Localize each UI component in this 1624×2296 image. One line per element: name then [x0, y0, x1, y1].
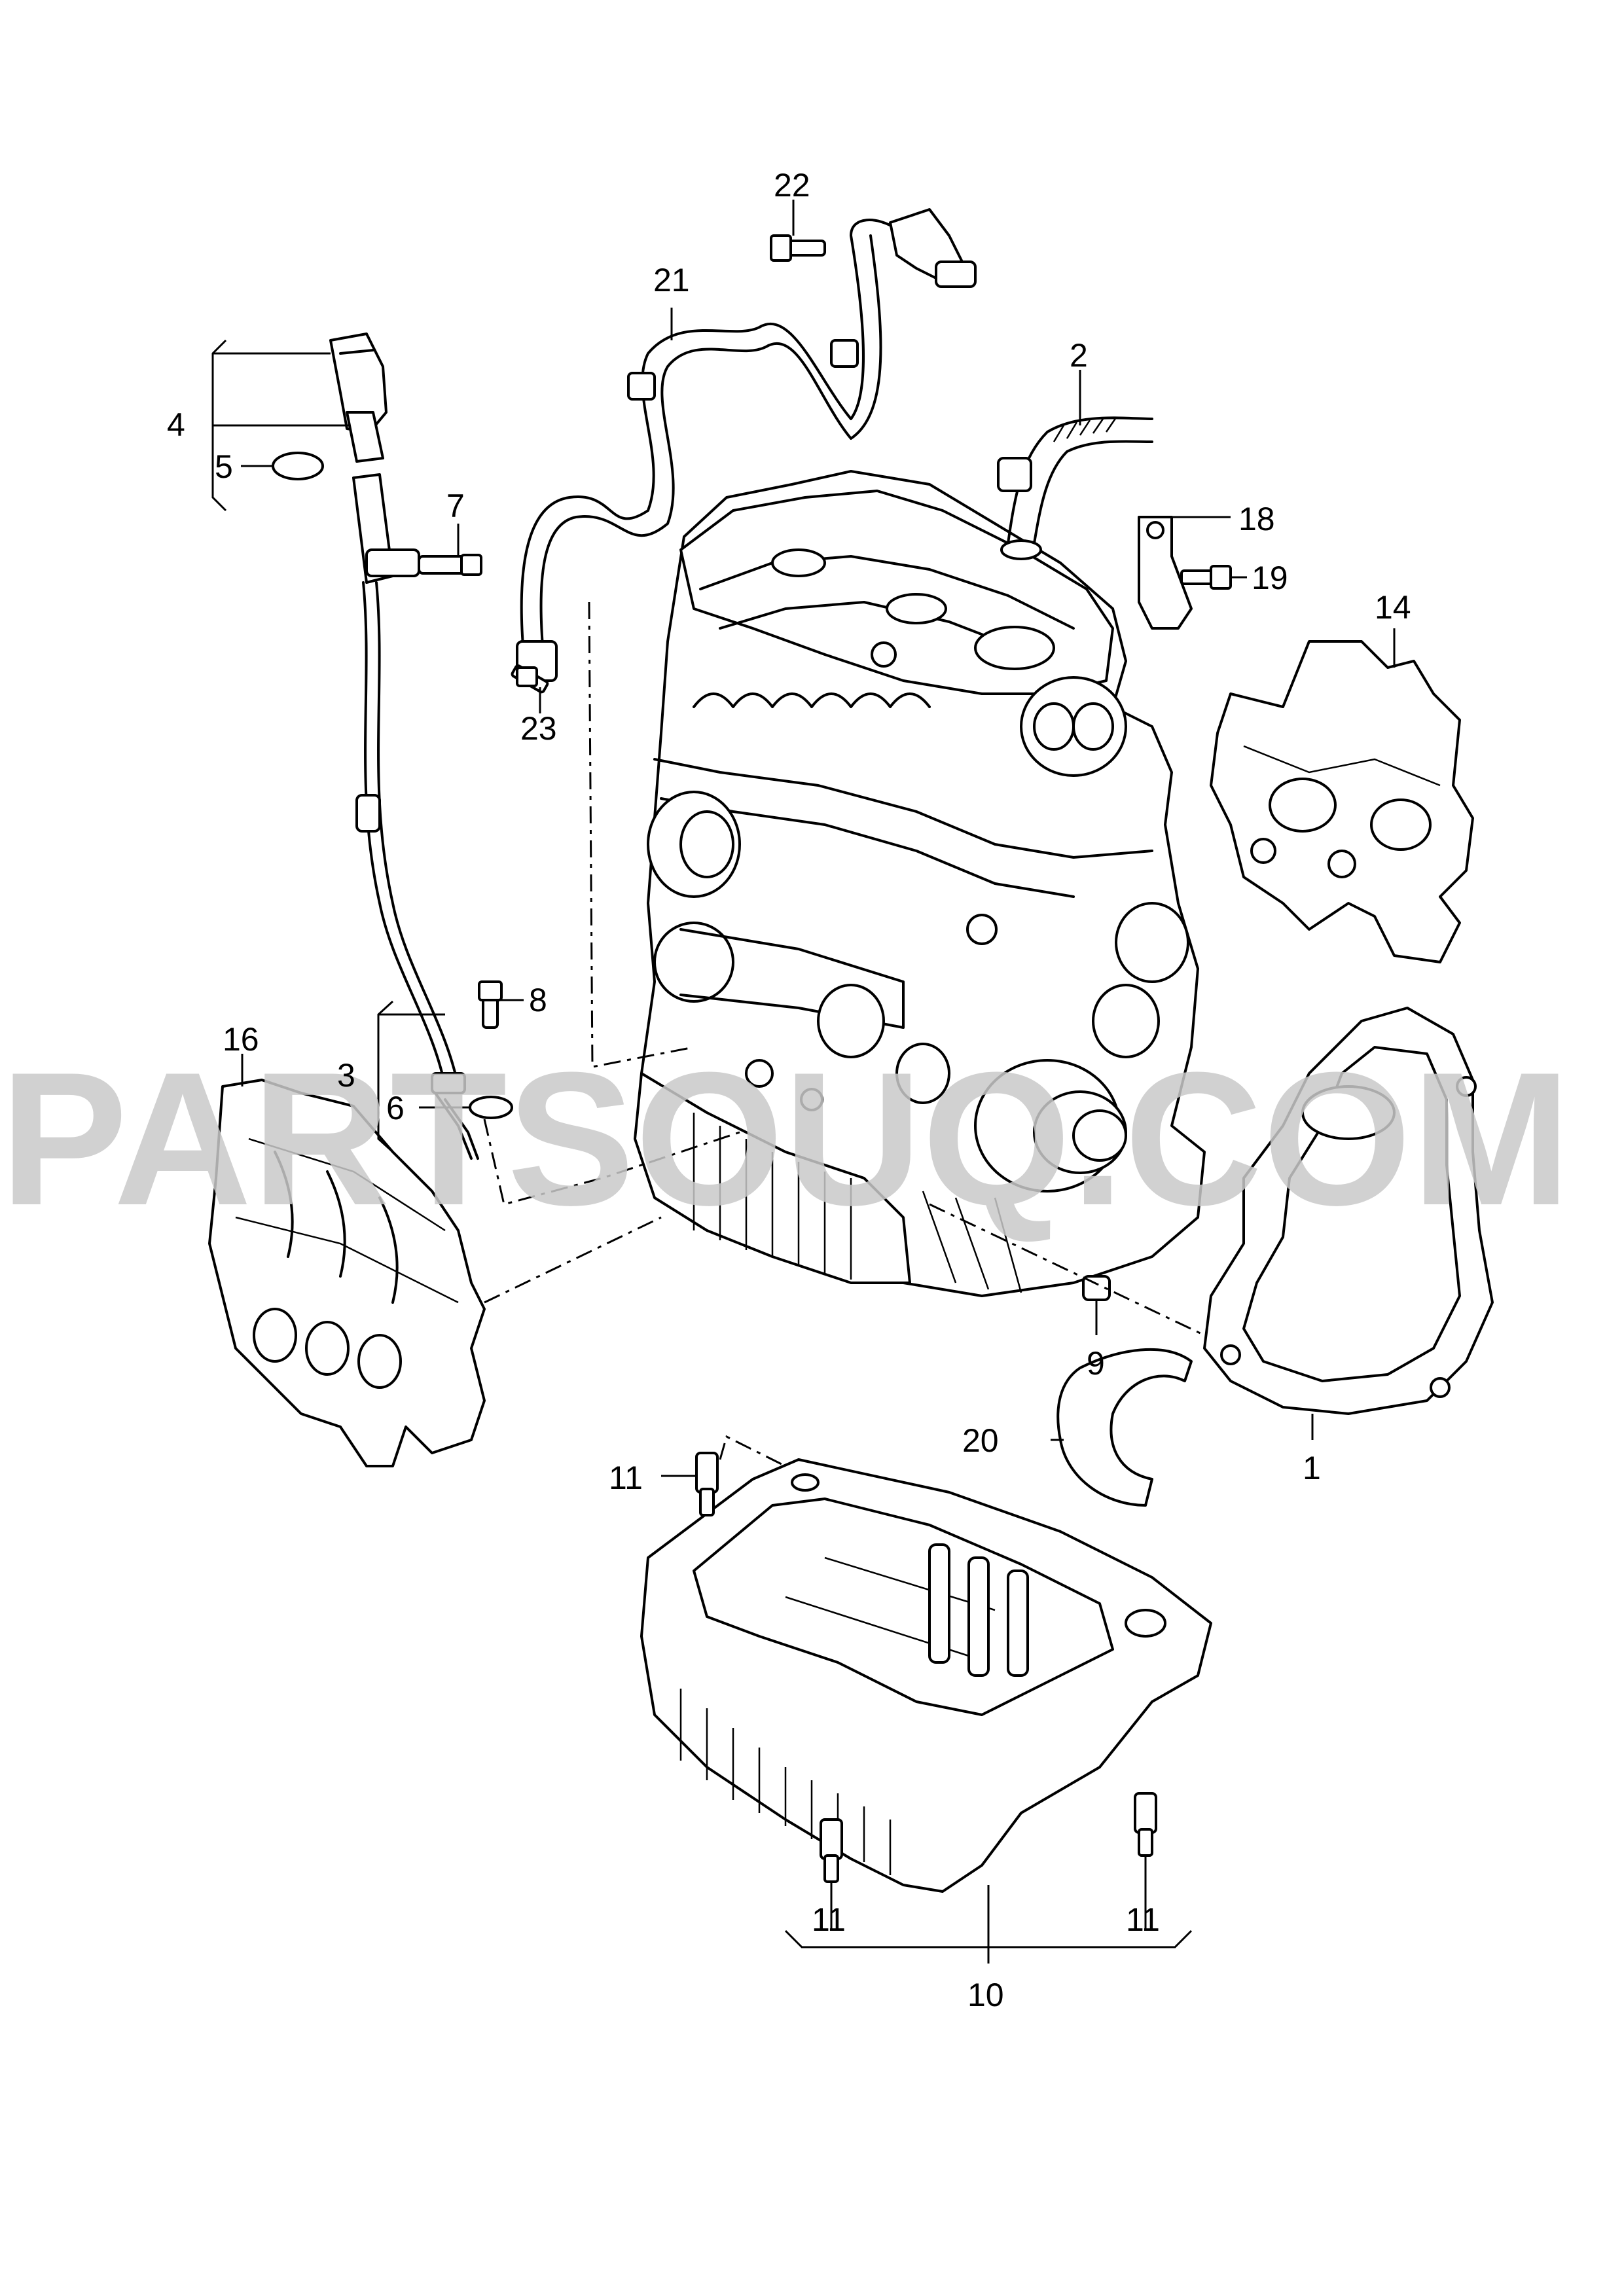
- heat-shield-16[interactable]: [208, 1079, 486, 1467]
- label-23[interactable]: 23: [520, 710, 557, 747]
- label-2[interactable]: 2: [1070, 337, 1088, 374]
- label-11-bottom-right[interactable]: 11: [1126, 1901, 1160, 1938]
- part-labels: 1 2 3 4 5 6 7 8 9 10 11 11 11 14 16 18 1…: [167, 167, 1411, 2013]
- bolt-19[interactable]: [1180, 565, 1232, 590]
- label-22[interactable]: 22: [774, 167, 810, 204]
- assembly-line-dipstick: [483, 1119, 740, 1206]
- label-9[interactable]: 9: [1087, 1345, 1105, 1382]
- bracket-18[interactable]: [1138, 516, 1193, 630]
- gasket-1[interactable]: [1203, 1007, 1494, 1415]
- bolt-22[interactable]: [770, 234, 826, 262]
- label-14[interactable]: 14: [1375, 589, 1411, 626]
- label-19[interactable]: 19: [1252, 560, 1288, 596]
- assembly-line-gasket-1: [929, 1203, 1205, 1336]
- label-20[interactable]: 20: [962, 1422, 999, 1459]
- label-21[interactable]: 21: [653, 262, 690, 298]
- oil-pan-10[interactable]: [640, 1458, 1212, 1893]
- label-10[interactable]: 10: [967, 1977, 1004, 2013]
- label-6[interactable]: 6: [386, 1090, 405, 1126]
- thrust-washer-20[interactable]: [1056, 1348, 1193, 1507]
- watermark-text: PARTSOUQ.COM: [0, 1033, 1571, 1245]
- bolt-11-bottom-right[interactable]: [1134, 1792, 1157, 1857]
- heat-shield-14[interactable]: [1210, 640, 1474, 963]
- bolt-23[interactable]: [511, 664, 549, 694]
- label-11-top[interactable]: 11: [609, 1460, 643, 1496]
- label-3[interactable]: 3: [337, 1057, 355, 1094]
- assembly-line-oil-pan: [719, 1435, 786, 1467]
- label-1[interactable]: 1: [1303, 1450, 1321, 1486]
- label-7[interactable]: 7: [446, 488, 465, 524]
- dipstick-assembly[interactable]: [329, 332, 479, 1160]
- leader-lines: [211, 200, 1396, 1964]
- label-8[interactable]: 8: [529, 982, 547, 1018]
- label-16[interactable]: 16: [223, 1021, 259, 1058]
- bolt-8[interactable]: [478, 980, 503, 1029]
- bolt-11-bottom-left[interactable]: [820, 1818, 843, 1883]
- bolt-11-top[interactable]: [695, 1452, 719, 1516]
- label-11-bottom-left[interactable]: 11: [812, 1901, 846, 1938]
- assembly-line-shield-16: [484, 1216, 662, 1304]
- engine-block[interactable]: [634, 470, 1206, 1297]
- bolt-7[interactable]: [418, 554, 482, 576]
- label-4[interactable]: 4: [167, 406, 185, 443]
- label-18[interactable]: 18: [1238, 501, 1275, 537]
- hose-2[interactable]: [997, 416, 1153, 560]
- o-ring-5[interactable]: [272, 452, 324, 480]
- label-5[interactable]: 5: [215, 448, 233, 485]
